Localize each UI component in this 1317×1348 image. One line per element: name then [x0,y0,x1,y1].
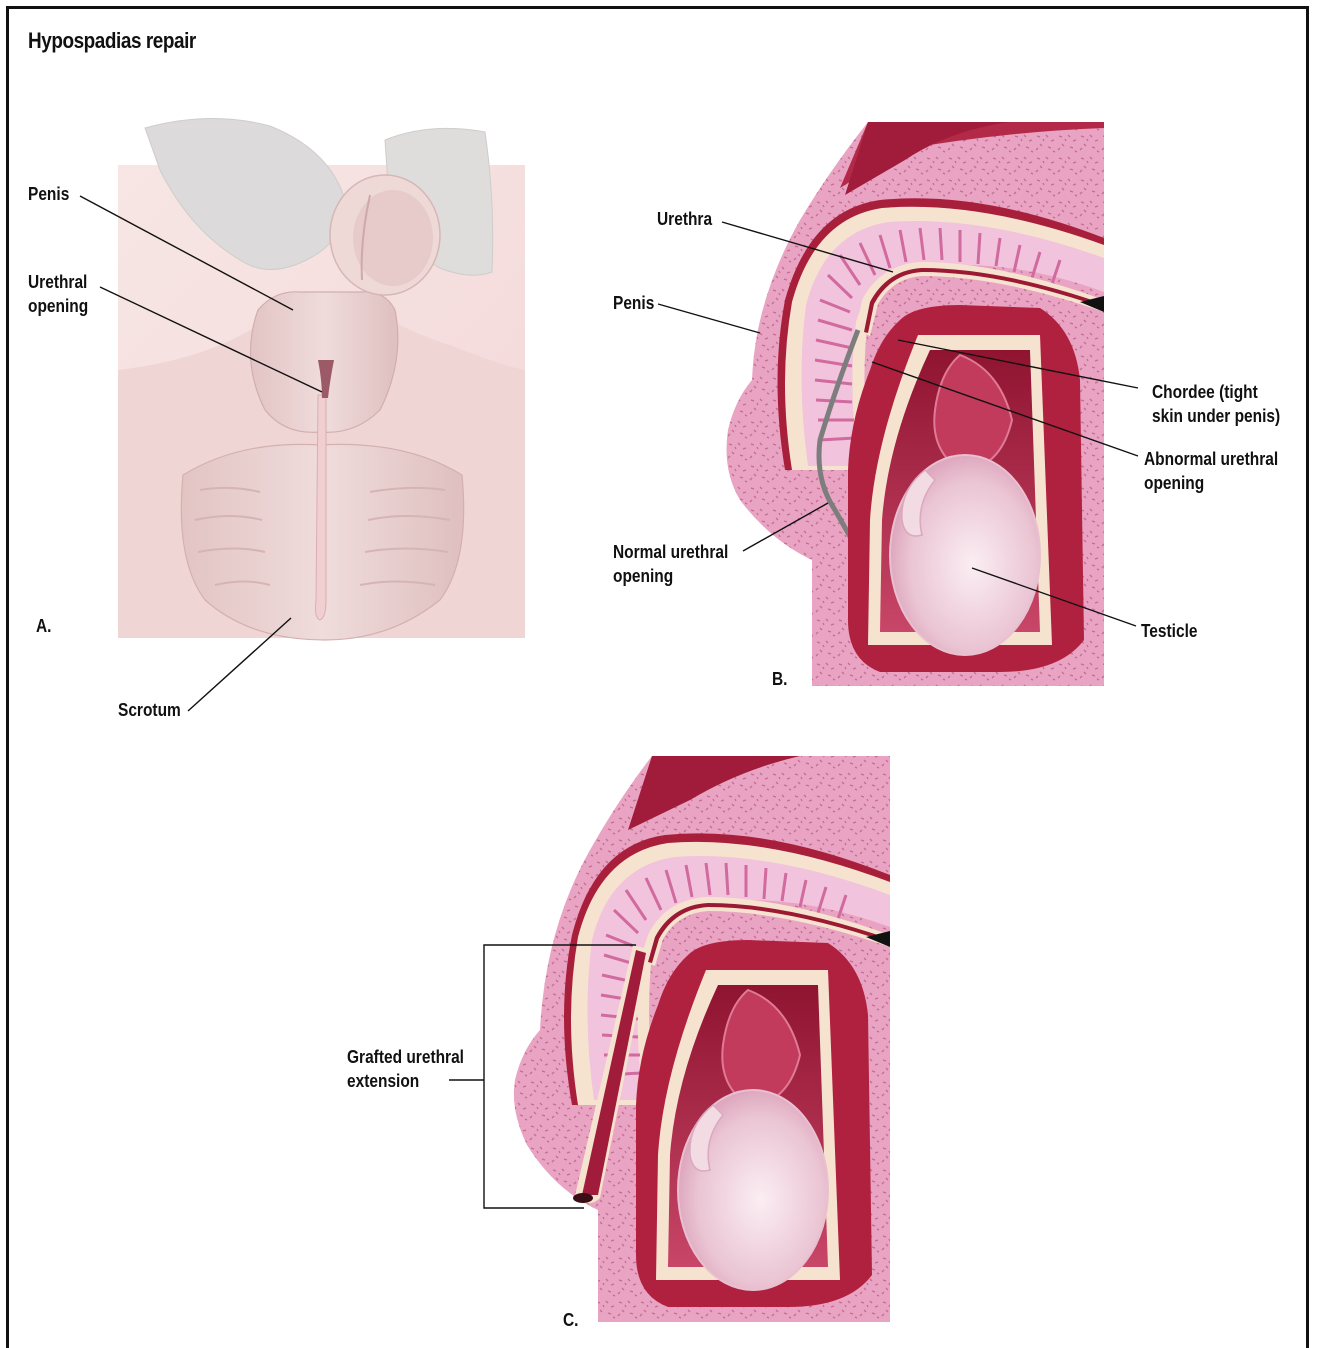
panel-a-illustration [118,118,525,640]
label-grafted-urethral-extension-line1: Grafted urethral [347,1045,464,1069]
label-urethra: Urethra [657,207,712,231]
panel-c-letter: C. [563,1308,578,1332]
label-chordee-line2: skin under penis) [1152,404,1280,428]
label-scrotum: Scrotum [118,698,181,722]
label-penis-b: Penis [613,291,654,315]
panel-b-letter: B. [772,667,787,691]
label-penis-a: Penis [28,182,69,206]
label-normal-urethral-opening-line1: Normal urethral [613,540,728,564]
label-testicle: Testicle [1141,619,1198,643]
label-normal-urethral-opening-line2: opening [613,564,673,588]
label-urethral-opening-a-line1: Urethral [28,270,87,294]
label-grafted-urethral-extension-line2: extension [347,1069,419,1093]
panel-b-illustration [727,122,1105,686]
label-chordee-line1: Chordee (tight [1152,380,1258,404]
label-abnormal-urethral-opening-line1: Abnormal urethral [1144,447,1278,471]
panel-a-letter: A. [36,614,51,638]
panel-c-illustration [514,756,890,1322]
label-abnormal-urethral-opening-line2: opening [1144,471,1204,495]
label-urethral-opening-a-line2: opening [28,294,88,318]
